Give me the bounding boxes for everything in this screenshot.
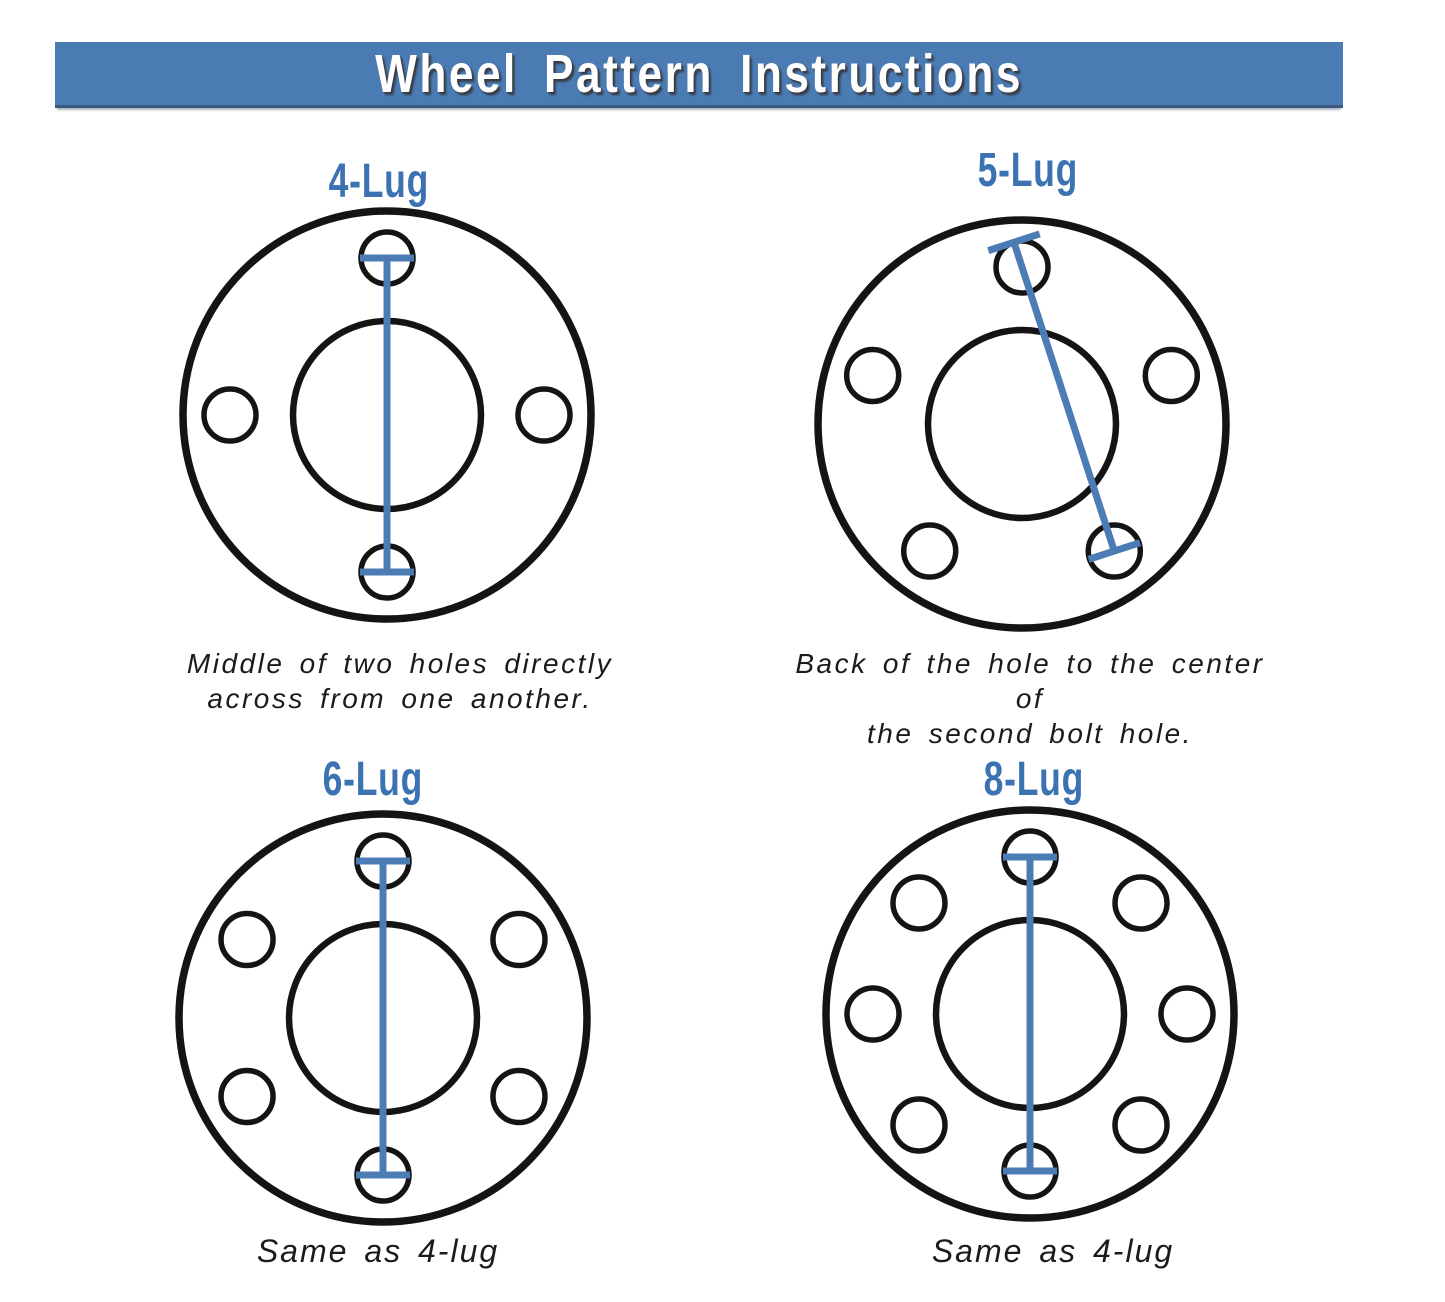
caption-line: Same as 4-lug — [256, 1233, 500, 1269]
wheel-diagram-4-lug — [167, 195, 607, 635]
page-title: Wheel Pattern Instructions — [375, 43, 1023, 104]
label-5-lug: 5-Lug — [977, 144, 1079, 197]
caption-6-lug: Same as 4-lug — [128, 1231, 628, 1271]
caption-5-lug: Back of the hole to the center of the se… — [780, 646, 1280, 751]
caption-line: the second bolt hole. — [867, 718, 1193, 749]
caption-line: Back of the hole to the center of — [795, 648, 1265, 714]
wheel-drawing-5-lug — [814, 216, 1230, 632]
caption-4-lug: Middle of two holes directly across from… — [150, 646, 650, 716]
wheel-drawing-6-lug — [175, 810, 591, 1226]
label-6-lug: 6-Lug — [322, 753, 424, 806]
title-banner: Wheel Pattern Instructions — [55, 42, 1343, 108]
wheel-drawing-8-lug — [822, 806, 1238, 1222]
wheel-diagram-8-lug — [810, 794, 1250, 1234]
wheel-diagram-5-lug — [802, 204, 1242, 644]
wheel-diagram-6-lug — [163, 798, 603, 1238]
caption-line: across from one another. — [207, 683, 593, 714]
wheel-drawing-4-lug — [179, 207, 595, 623]
label-4-lug: 4-Lug — [328, 155, 430, 208]
label-8-lug: 8-Lug — [983, 753, 1085, 806]
caption-line: Middle of two holes directly — [186, 648, 614, 679]
caption-line: Same as 4-lug — [931, 1233, 1175, 1269]
caption-8-lug: Same as 4-lug — [803, 1231, 1303, 1271]
